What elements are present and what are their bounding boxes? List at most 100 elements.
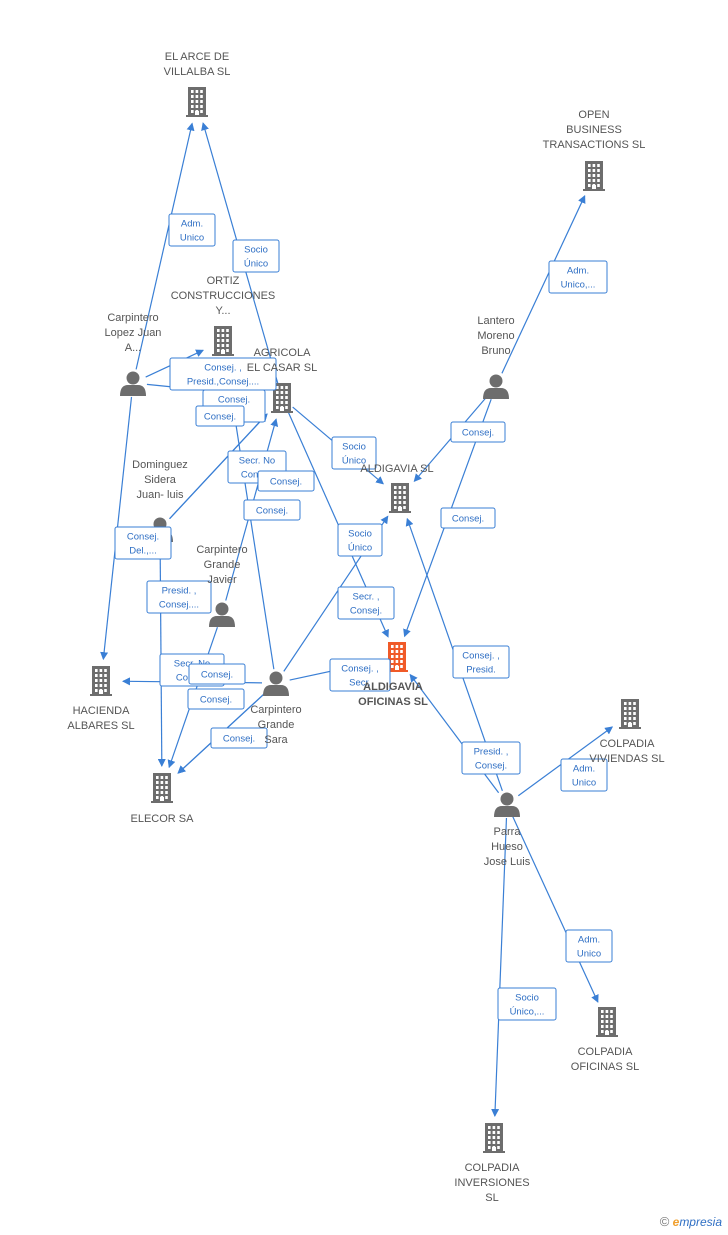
edge-label-box xyxy=(560,758,608,792)
node-csara[interactable] xyxy=(263,671,289,697)
edge-label-box xyxy=(329,658,391,692)
edge-label[interactable]: Adm.Unico,... xyxy=(548,260,608,294)
edge-label-text: Único xyxy=(244,259,268,270)
node-label: OFICINAS SL xyxy=(358,696,428,708)
node-clopez[interactable] xyxy=(120,371,146,397)
edge-label-text: Consej. xyxy=(256,506,288,517)
edge-label-text: Unico xyxy=(577,949,601,960)
node-label: Juan- luis xyxy=(136,489,184,501)
edge-label-text: Consej. xyxy=(204,412,236,423)
node-colviv[interactable] xyxy=(619,699,641,729)
edge-label[interactable]: Consej. xyxy=(210,727,268,749)
edge-label-box xyxy=(440,507,496,529)
node-label: A... xyxy=(125,342,142,354)
node-parra[interactable] xyxy=(494,792,520,818)
node-aldigavia[interactable] xyxy=(389,483,411,513)
edge-label-text: Socio xyxy=(348,529,372,540)
edge-label-text: Presid. , xyxy=(162,586,197,597)
edge-label-box xyxy=(452,645,510,679)
node-colofi[interactable] xyxy=(596,1007,618,1037)
edge-label-text: Adm. xyxy=(181,219,203,230)
edge-label[interactable]: Consej. ,Presid. xyxy=(452,645,510,679)
node-label: Jose Luis xyxy=(484,856,531,868)
edge-label[interactable]: Presid. , Consej.... xyxy=(146,580,212,614)
edge-label-text: Consej. xyxy=(223,734,255,745)
node-label: Grande xyxy=(258,719,295,731)
edge-label[interactable]: Consej. xyxy=(257,470,315,492)
person-icon xyxy=(120,371,146,396)
node-aldoficinas[interactable] xyxy=(386,642,408,672)
empresia-watermark: © empresia xyxy=(660,1214,722,1229)
edge-line xyxy=(169,413,268,520)
edge-label[interactable]: Presid. ,Consej. xyxy=(461,741,521,775)
edge-label[interactable]: Consej. xyxy=(450,421,506,443)
edge-label[interactable]: Secr. ,Consej. xyxy=(337,586,395,620)
edge-label[interactable]: Adm.Unico xyxy=(560,758,608,792)
person-icon xyxy=(494,792,520,817)
edge-label-box xyxy=(461,741,521,775)
edge-label[interactable]: Consej. xyxy=(187,688,245,710)
edge-label[interactable]: Consej. xyxy=(195,405,245,427)
edge-label-text: Consej. , xyxy=(341,664,379,675)
building-icon xyxy=(271,383,293,413)
node-cjavier[interactable] xyxy=(209,602,235,628)
building-icon xyxy=(151,773,173,803)
edge-label[interactable]: Adm.Unico xyxy=(565,929,613,963)
edge-label[interactable]: Consej.Del.,... xyxy=(114,526,172,560)
node-label: CONSTRUCCIONES xyxy=(171,290,276,302)
node-arce[interactable] xyxy=(186,87,208,117)
edge-label-text: Consej. , xyxy=(462,651,500,662)
building-icon xyxy=(212,326,234,356)
node-label: ALBARES SL xyxy=(67,720,134,732)
node-label: Lantero xyxy=(477,315,514,327)
edge-label[interactable]: Adm.Unico xyxy=(168,213,216,247)
node-label: Lopez Juan xyxy=(105,327,162,339)
edge-label[interactable]: Consej. ,Secr. xyxy=(329,658,391,692)
edge-label-box xyxy=(146,580,212,614)
node-hacienda[interactable] xyxy=(90,666,112,696)
edge-label-text: Del.,... xyxy=(129,546,156,557)
edge-label-box xyxy=(331,436,377,470)
edge-label[interactable]: Consej. xyxy=(188,663,246,685)
node-ortiz[interactable] xyxy=(212,326,234,356)
edge-label-box xyxy=(188,663,246,685)
node-elecor[interactable] xyxy=(151,773,173,803)
building-icon xyxy=(596,1007,618,1037)
edge-line xyxy=(501,195,586,374)
node-label: EL ARCE DE xyxy=(165,51,229,63)
edge-label[interactable]: Consej. ,Presid.,Consej.... xyxy=(169,357,277,391)
edge-label[interactable]: SocioÚnico,... xyxy=(497,987,557,1021)
edge-label-text: Consej.... xyxy=(159,600,199,611)
node-colinv[interactable] xyxy=(483,1123,505,1153)
person-icon xyxy=(483,374,509,399)
edge-label-box xyxy=(450,421,506,443)
node-label: ORTIZ xyxy=(207,275,240,287)
edge-label-text: Secr. , xyxy=(353,592,380,603)
node-label: HACIENDA xyxy=(73,705,131,717)
node-label: Dominguez xyxy=(132,459,188,471)
node-agricola[interactable] xyxy=(271,383,293,413)
building-icon xyxy=(483,1123,505,1153)
node-label: Hueso xyxy=(491,841,523,853)
edge-label-text: Secr. No xyxy=(239,456,275,467)
edge-line xyxy=(512,816,599,1003)
node-label: Moreno xyxy=(477,330,514,342)
node-label: Sidera xyxy=(144,474,177,486)
node-label: OFICINAS SL xyxy=(571,1061,639,1073)
node-lantero[interactable] xyxy=(483,374,509,400)
edge-line xyxy=(409,673,500,794)
edge-label-box xyxy=(195,405,245,427)
edge-label-box xyxy=(337,586,395,620)
building-icon xyxy=(386,642,408,672)
node-label: AGRICOLA xyxy=(254,347,312,359)
node-label: COLPADIA xyxy=(600,738,655,750)
edge-label[interactable]: Consej. xyxy=(440,507,496,529)
edge-label-text: Socio xyxy=(515,993,539,1004)
node-open[interactable] xyxy=(583,161,605,191)
edge-label[interactable]: Consej. xyxy=(243,499,301,521)
node-label: Parra xyxy=(494,826,522,838)
